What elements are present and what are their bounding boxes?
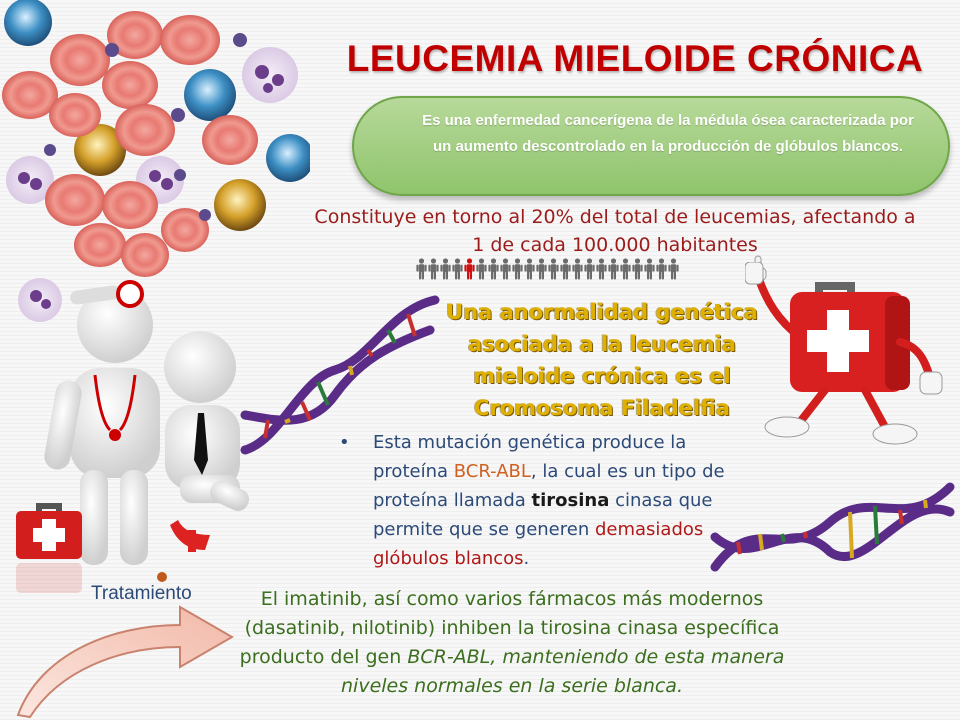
page-title: LEUCEMIA MIELOIDE CRÓNICA <box>346 38 924 79</box>
walking-first-aid-kit-icon <box>745 262 943 445</box>
person-icon <box>656 258 667 280</box>
platelet <box>44 33 247 221</box>
treatment-label: Tratamiento <box>91 583 192 604</box>
statistic-line-2: 1 de cada 100.000 habitantes <box>472 234 758 256</box>
person-icon <box>536 258 547 280</box>
genetic-line-1: Una anormalidad genética <box>446 300 758 324</box>
person-icon <box>668 258 679 280</box>
mutation-text-3: , la cual es un tipo de proteína llamada <box>373 461 725 511</box>
person-icon <box>524 258 535 280</box>
person-icon <box>608 258 619 280</box>
person-icon <box>620 258 631 280</box>
doctor-figure <box>44 280 160 565</box>
person-icon <box>500 258 511 280</box>
genetic-line-4: Cromosoma Filadelfia <box>474 396 730 420</box>
people-pictogram-row <box>416 258 679 282</box>
bullet-dot: • <box>339 432 350 453</box>
person-icon <box>572 258 583 280</box>
person-icon <box>488 258 499 280</box>
dna-helix-icon <box>710 482 955 572</box>
person-icon <box>416 258 427 280</box>
definition-box: Es una enfermedad cancerígena de la médu… <box>352 96 950 196</box>
genetic-line-3: mieloide crónica es el <box>473 364 731 388</box>
person-icon <box>476 258 487 280</box>
person-icon <box>452 258 463 280</box>
gene-bcr-abl: BCR-ABL <box>407 646 491 668</box>
red-cell <box>2 11 258 277</box>
blood-cells-illustration <box>2 0 310 322</box>
tirosina-word: tirosina <box>531 490 610 511</box>
protein-bcr-abl: BCR-ABL <box>453 461 531 482</box>
person-icon <box>548 258 559 280</box>
treatment-text: El imatinib, así como varios fármacos má… <box>222 585 802 701</box>
treatment-text-1: El imatinib, así como varios fármacos má… <box>239 588 780 668</box>
curved-arrow-icon <box>16 605 235 719</box>
person-icon <box>632 258 643 280</box>
person-icon <box>428 258 439 280</box>
person-icon <box>440 258 451 280</box>
treatment-text-3: , manteniendo de esta manera niveles nor… <box>341 646 785 697</box>
person-icon <box>464 258 475 280</box>
genetic-line-2: asociada a la leucemia <box>468 332 736 356</box>
statistic-line-1: Constituye en torno al 20% del total de … <box>314 206 916 228</box>
mutation-paragraph: Esta mutación genética produce la proteí… <box>373 428 725 573</box>
white-cell <box>4 0 310 322</box>
person-icon <box>560 258 571 280</box>
first-aid-kit-icon <box>16 503 82 593</box>
mutation-text-5: cinasa que permite que se generen <box>373 490 713 540</box>
genetic-abnormality-text: Una anormalidad genética asociada a la l… <box>445 296 759 424</box>
person-icon <box>596 258 607 280</box>
statistic-text: Constituye en torno al 20% del total de … <box>280 203 950 259</box>
person-icon <box>584 258 595 280</box>
person-icon <box>512 258 523 280</box>
mutation-text-1: Esta mutación genética produce la proteí… <box>373 432 687 482</box>
white-cells-excess: demasiados glóbulos blancos <box>373 519 704 569</box>
person-icon <box>644 258 655 280</box>
treatment-dot <box>157 572 167 582</box>
patient-figure <box>164 331 250 552</box>
mutation-bullet: • Esta mutación genética produce la prot… <box>339 428 725 573</box>
mutation-text-7: . <box>523 548 530 569</box>
dna-helix-icon <box>240 295 440 455</box>
